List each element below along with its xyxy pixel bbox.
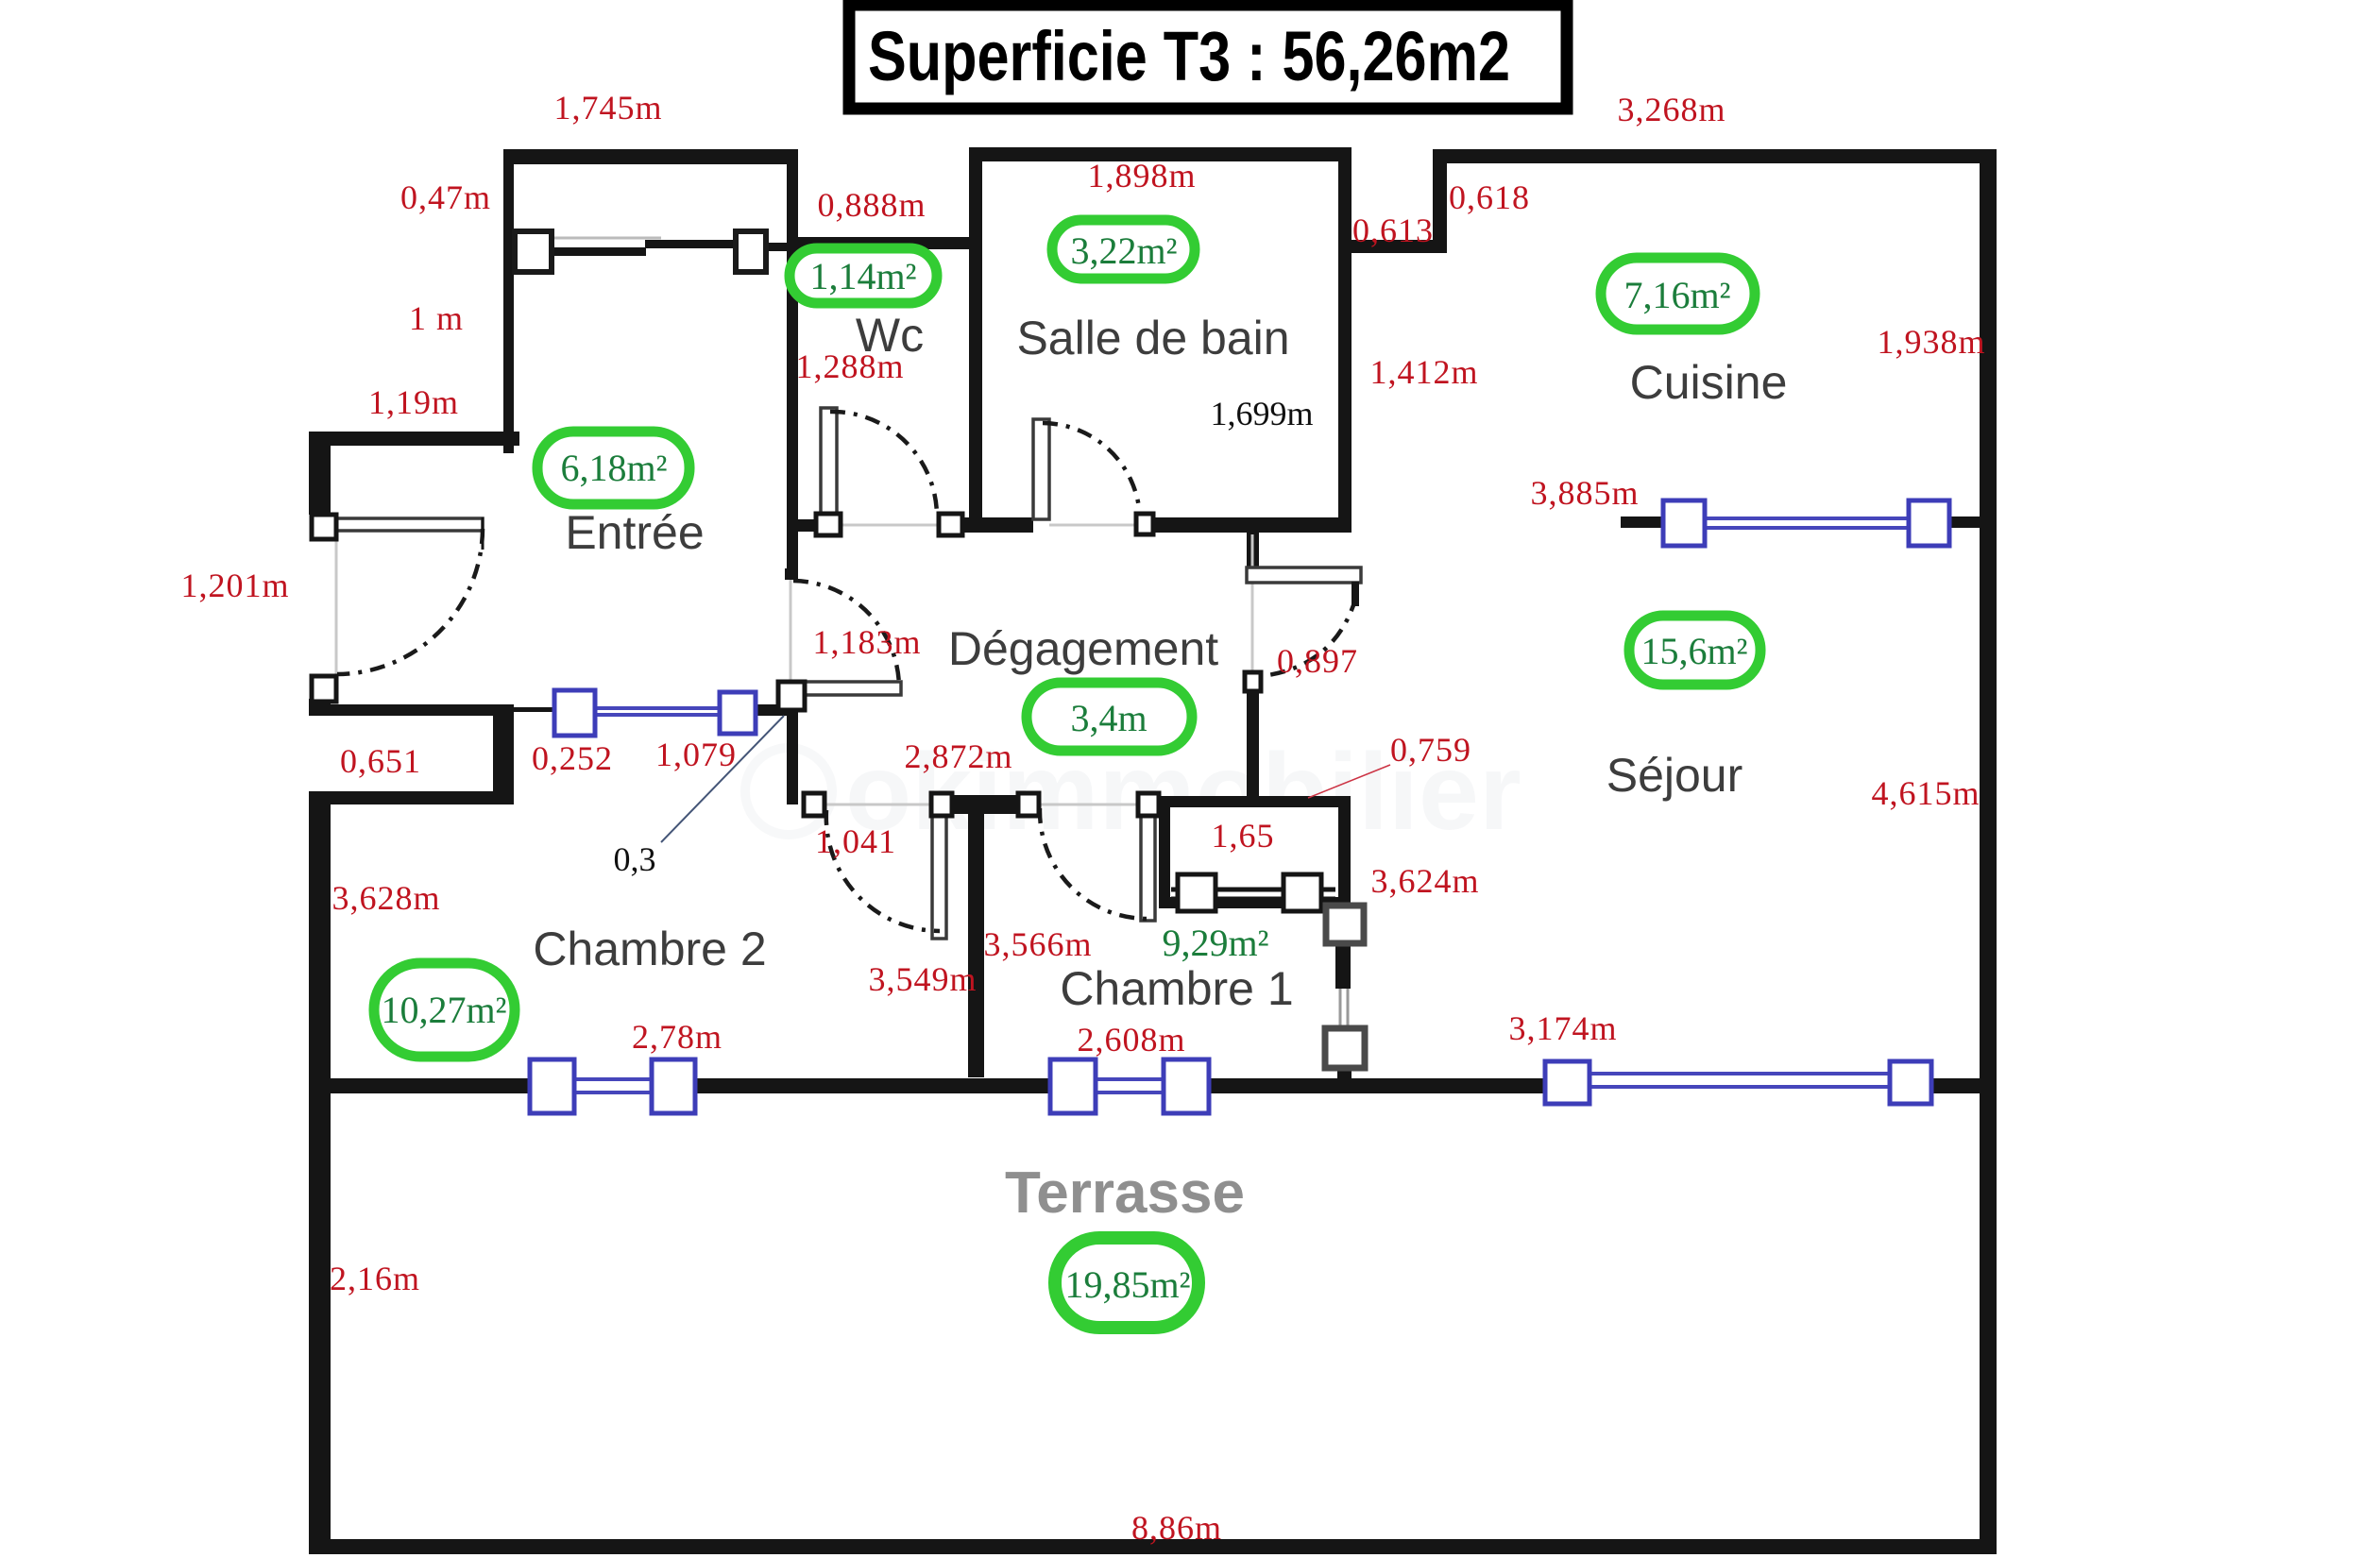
svg-text:0,252: 0,252 xyxy=(532,739,613,777)
svg-text:2,872m: 2,872m xyxy=(904,737,1012,775)
svg-text:Dégagement: Dégagement xyxy=(948,622,1218,675)
svg-text:1,938m: 1,938m xyxy=(1877,323,1985,361)
svg-text:1,14m²: 1,14m² xyxy=(809,255,916,297)
svg-text:4,615m: 4,615m xyxy=(1871,774,1980,812)
svg-text:1,699m: 1,699m xyxy=(1210,395,1313,432)
svg-text:3,22m²: 3,22m² xyxy=(1070,229,1177,272)
svg-text:3,885m: 3,885m xyxy=(1530,474,1639,512)
svg-text:3,549m: 3,549m xyxy=(868,960,977,998)
svg-text:Chambre 2: Chambre 2 xyxy=(533,923,766,975)
svg-text:1,898m: 1,898m xyxy=(1087,157,1196,195)
svg-text:1 m: 1 m xyxy=(409,299,464,337)
svg-text:0,618: 0,618 xyxy=(1449,178,1530,216)
svg-text:3,624m: 3,624m xyxy=(1370,862,1479,900)
svg-text:Entrée: Entrée xyxy=(565,506,704,559)
svg-text:1,19m: 1,19m xyxy=(368,383,459,421)
svg-text:0,897: 0,897 xyxy=(1277,642,1358,680)
svg-text:0,651: 0,651 xyxy=(340,742,421,780)
svg-text:1,65: 1,65 xyxy=(1212,817,1275,855)
svg-text:1,745m: 1,745m xyxy=(553,89,662,127)
svg-text:2,78m: 2,78m xyxy=(632,1018,722,1056)
svg-text:3,566m: 3,566m xyxy=(983,925,1092,963)
svg-text:2,16m: 2,16m xyxy=(330,1260,420,1297)
svg-text:15,6m²: 15,6m² xyxy=(1640,630,1747,672)
svg-text:Chambre 1: Chambre 1 xyxy=(1060,962,1293,1015)
svg-text:0,613: 0,613 xyxy=(1352,212,1434,249)
svg-text:6,18m²: 6,18m² xyxy=(560,447,667,489)
svg-text:1,412m: 1,412m xyxy=(1369,353,1478,391)
svg-text:10,27m²: 10,27m² xyxy=(381,989,506,1031)
svg-text:2,608m: 2,608m xyxy=(1077,1021,1185,1058)
svg-text:Séjour: Séjour xyxy=(1606,749,1743,802)
svg-text:8,86m: 8,86m xyxy=(1131,1509,1222,1547)
svg-text:0,759: 0,759 xyxy=(1390,731,1471,769)
svg-text:1,041: 1,041 xyxy=(815,822,896,860)
svg-text:Superficie T3 : 56,26m2: Superficie T3 : 56,26m2 xyxy=(868,17,1510,95)
svg-text:Cuisine: Cuisine xyxy=(1630,356,1788,409)
svg-text:Wc: Wc xyxy=(856,309,924,362)
svg-text:3,628m: 3,628m xyxy=(332,879,440,917)
svg-text:7,16m²: 7,16m² xyxy=(1624,274,1730,316)
svg-text:0,47m: 0,47m xyxy=(400,178,491,216)
svg-text:9,29m²: 9,29m² xyxy=(1162,922,1268,964)
svg-text:3,268m: 3,268m xyxy=(1617,91,1726,128)
svg-text:0,888m: 0,888m xyxy=(817,186,926,224)
svg-text:19,85m²: 19,85m² xyxy=(1064,1263,1190,1306)
svg-text:3,174m: 3,174m xyxy=(1508,1009,1617,1047)
svg-text:1,183m: 1,183m xyxy=(812,623,921,661)
svg-text:1,288m: 1,288m xyxy=(795,347,904,385)
svg-text:3,4m: 3,4m xyxy=(1070,697,1147,739)
svg-text:Salle de bain: Salle de bain xyxy=(1016,312,1289,364)
svg-text:1,079: 1,079 xyxy=(655,736,737,773)
svg-text:Terrasse: Terrasse xyxy=(1005,1160,1245,1226)
svg-text:1,201m: 1,201m xyxy=(180,567,289,604)
svg-text:0,3: 0,3 xyxy=(614,840,656,878)
